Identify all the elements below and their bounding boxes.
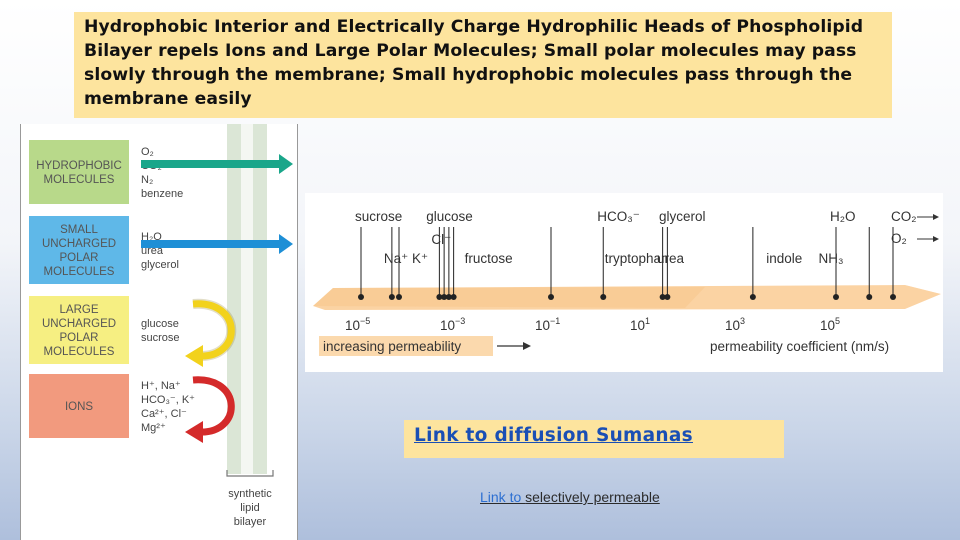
category-label-line: IONS: [65, 401, 93, 413]
molecule-point: [388, 294, 395, 300]
blocked-arrow-curve: [192, 376, 235, 436]
bilayer-core: [241, 124, 253, 474]
category-label-line: MOLECULES: [44, 346, 115, 358]
category-label-line: UNCHARGED: [42, 318, 116, 330]
bilayer-leaflet-left: [227, 124, 241, 474]
increasing-label-bg: [319, 336, 493, 356]
pass-arrow-shaft: [141, 240, 283, 248]
molecule-point: [358, 294, 364, 300]
bilayer-diagram-svg: synthetic lipid bilayer HYDROPHOBIC MOLECULE…: [29, 124, 293, 528]
category-label-line: HYDROPHOBIC: [36, 160, 122, 172]
molecule-label-middle: Cl⁻: [431, 232, 451, 247]
axis-tick-label: 105: [820, 316, 840, 333]
molecule-label-middle: tryptophan: [605, 251, 669, 266]
slide-title: Hydrophobic Interior and Electrically Ch…: [74, 12, 892, 118]
bilayer-caption-line: lipid: [240, 502, 260, 514]
molecule-point: [664, 294, 671, 300]
permeability-band-shade: [313, 287, 705, 308]
molecule-label-top: HCO₃⁻: [597, 209, 640, 224]
gas-arrow-head: [933, 236, 939, 242]
molecule-point: [600, 294, 607, 300]
selectively-permeable-link[interactable]: Link to selectively permeable: [480, 489, 660, 505]
molecule-label: Ca²⁺, Cl⁻: [141, 408, 187, 420]
molecule-point: [450, 294, 457, 300]
category-label-line: UNCHARGED: [42, 238, 116, 250]
permeability-diagram: synthetic lipid bilayer HYDROPHOBIC MOLECULE…: [20, 124, 298, 540]
increasing-permeability-label: increasing permeability: [323, 339, 461, 354]
category-box: [29, 374, 129, 438]
molecule-label: glucose: [141, 318, 179, 330]
category-box: [29, 296, 129, 364]
molecule-label-top: glucose: [426, 209, 473, 224]
diffusion-link-box: Link to diffusion Sumanas: [404, 420, 784, 458]
category-label-line: SMALL: [60, 224, 98, 236]
axis-tick-label: 10−1: [535, 316, 560, 333]
molecule-label-top: O₂: [891, 231, 907, 246]
molecule-point: [445, 294, 452, 300]
axis-tick-label: 101: [630, 316, 650, 333]
molecule-point: [749, 294, 756, 300]
category-box: [29, 140, 129, 204]
category-box: [29, 216, 129, 284]
diffusion-sumanas-link[interactable]: Link to diffusion Sumanas: [414, 425, 693, 446]
permeability-scale-svg: sucrose glucose HCO₃⁻ glycerol H₂O CO₂ O₂ Na⁺ K…: [313, 209, 941, 356]
molecule-label-top: H₂O: [830, 209, 856, 224]
blocked-arrow-head: [185, 345, 203, 367]
permeability-scale-figure: sucrose glucose HCO₃⁻ glycerol H₂O CO₂ O₂ Na⁺ K…: [305, 193, 943, 372]
pass-arrow-shaft: [141, 160, 283, 168]
molecule-point: [866, 294, 873, 300]
molecule-label-middle: indole: [766, 251, 802, 266]
molecule-label: sucrose: [141, 332, 180, 344]
molecule-label: H⁺, Na⁺: [141, 380, 181, 392]
bilayer-caption-line: bilayer: [234, 516, 267, 528]
link-rest: selectively permeable: [525, 489, 660, 505]
category-label-line: LARGE: [60, 304, 99, 316]
bilayer-caption-line: synthetic: [228, 488, 272, 500]
molecule-label-middle: urea: [657, 251, 685, 266]
molecule-label: glycerol: [141, 259, 179, 271]
gas-arrow-head: [933, 214, 939, 220]
molecule-point: [659, 294, 666, 300]
axis-tick-label: 103: [725, 316, 745, 333]
molecule-label-top: CO₂: [891, 209, 917, 224]
link-prefix: Link to: [480, 489, 526, 505]
molecule-label-middle: NH₃: [819, 251, 844, 266]
molecule-label-top: glycerol: [659, 209, 706, 224]
molecule-point: [396, 294, 402, 300]
molecule-point: [548, 294, 554, 300]
molecule-label-top: sucrose: [355, 209, 402, 224]
molecule-label: HCO₃⁻, K⁺: [141, 394, 195, 406]
blocked-arrow-head: [185, 421, 203, 443]
axis-tick-label: 10−5: [345, 316, 370, 333]
bilayer-leaflet-right: [253, 124, 267, 474]
axis-tick-label: 10−3: [440, 316, 465, 333]
molecule-point: [441, 294, 448, 300]
pass-arrow-head: [279, 154, 293, 174]
increasing-arrow-head: [523, 342, 531, 350]
category-label-line: POLAR: [60, 252, 99, 264]
molecule-point: [436, 294, 443, 300]
molecule-point: [890, 294, 896, 300]
permeability-axis-label: permeability coefficient (nm/s): [710, 339, 889, 354]
pass-arrow-head: [279, 234, 293, 254]
category-label-line: MOLECULES: [44, 266, 115, 278]
blocked-arrow-curve: [192, 300, 235, 360]
category-label-line: POLAR: [60, 332, 99, 344]
molecule-point: [833, 294, 839, 300]
bilayer-bracket: [226, 470, 274, 477]
molecule-label-middle: fructose: [465, 251, 513, 266]
molecule-label: O₂: [141, 146, 154, 158]
category-label-line: MOLECULES: [44, 174, 115, 186]
molecule-label-middle: Na⁺ K⁺: [384, 251, 428, 266]
molecule-label: benzene: [141, 188, 183, 200]
molecule-label: Mg²⁺: [141, 422, 166, 434]
molecule-label: N₂: [141, 174, 153, 186]
